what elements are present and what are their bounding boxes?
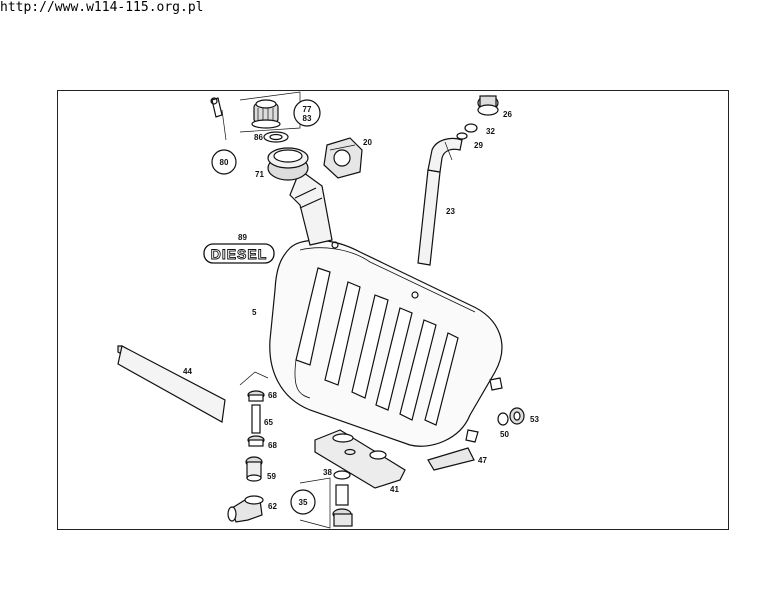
label-59: 59 (267, 472, 276, 481)
drain-plug (245, 456, 263, 482)
label-68-top: 68 (268, 391, 277, 400)
label-38: 38 (323, 468, 332, 477)
circle-label-77-83: 77 83 (293, 99, 321, 127)
seal-ring (263, 131, 289, 143)
elbow-fitting (227, 495, 264, 523)
diesel-badge: DIESEL (203, 243, 275, 264)
label-83: 83 (303, 114, 312, 123)
label-29: 29 (474, 141, 483, 150)
label-23: 23 (446, 207, 455, 216)
label-47: 47 (478, 456, 487, 465)
circle-label-35: 35 (290, 489, 316, 515)
filler-cap (267, 147, 309, 181)
vent-hose (417, 137, 463, 266)
label-71: 71 (255, 170, 264, 179)
label-53: 53 (530, 415, 539, 424)
locking-cap (251, 99, 281, 129)
key-hook (210, 97, 227, 141)
label-41: 41 (390, 485, 399, 494)
label-62: 62 (268, 502, 277, 511)
callout-line (239, 371, 269, 386)
label-35: 35 (299, 498, 308, 507)
label-89: 89 (238, 233, 247, 242)
label-20: 20 (363, 138, 372, 147)
page-url[interactable]: http://www.w114-115.org.pl (0, 0, 204, 15)
circle-label-80: 80 (211, 149, 237, 175)
seal-ring-inner (269, 133, 283, 141)
diesel-badge-text: DIESEL (211, 246, 268, 262)
clamp-and-pipe-set (247, 390, 265, 447)
grommets (497, 407, 525, 426)
label-26: 26 (503, 110, 512, 119)
fuel-tank (269, 239, 503, 447)
label-77: 77 (303, 105, 312, 114)
label-50: 50 (500, 430, 509, 439)
cover-plate (427, 447, 475, 471)
sender-unit (323, 137, 363, 179)
insulation-strip (117, 345, 226, 423)
pickup-filter (332, 470, 353, 527)
fuel-pickup (314, 429, 406, 489)
label-68-bottom: 68 (268, 441, 277, 450)
label-44: 44 (183, 367, 192, 376)
diagram-frame (57, 90, 729, 530)
label-65: 65 (264, 418, 273, 427)
label-5: 5 (252, 308, 257, 317)
filler-neck (289, 169, 333, 246)
label-32: 32 (486, 127, 495, 136)
label-80: 80 (220, 158, 229, 167)
callout-bracket-35 (299, 477, 331, 529)
label-86: 86 (254, 133, 263, 142)
top-cap-assembly (456, 95, 499, 140)
